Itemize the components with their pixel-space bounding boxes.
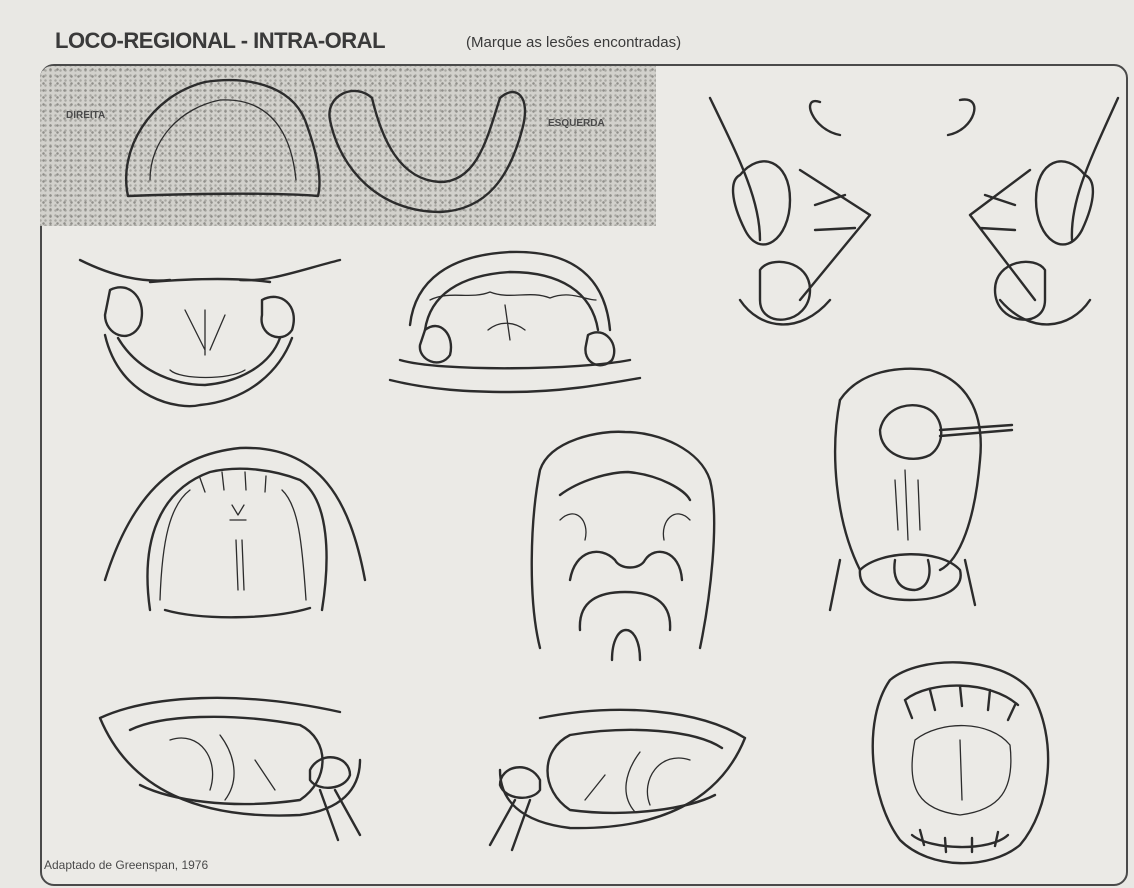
dorsal-tongue-drawing[interactable] (873, 662, 1048, 863)
upper-lip-vestibule-drawing[interactable] (390, 252, 640, 392)
lower-lip-vestibule-drawing[interactable] (80, 260, 340, 406)
hard-palate-drawing[interactable] (105, 448, 365, 617)
right-cheek-retracted-drawing[interactable] (948, 98, 1118, 324)
oropharynx-drawing[interactable] (532, 432, 714, 660)
lower-gum-arch-drawing[interactable] (329, 91, 525, 212)
source-credit: Adaptado de Greenspan, 1976 (44, 858, 208, 872)
left-buccal-mucosa-drawing[interactable] (490, 710, 745, 850)
upper-gum-arch-drawing[interactable] (126, 80, 319, 196)
right-buccal-mucosa-drawing[interactable] (100, 698, 360, 840)
ventral-tongue-drawing[interactable] (830, 369, 1012, 610)
left-cheek-retracted-drawing[interactable] (710, 98, 870, 324)
